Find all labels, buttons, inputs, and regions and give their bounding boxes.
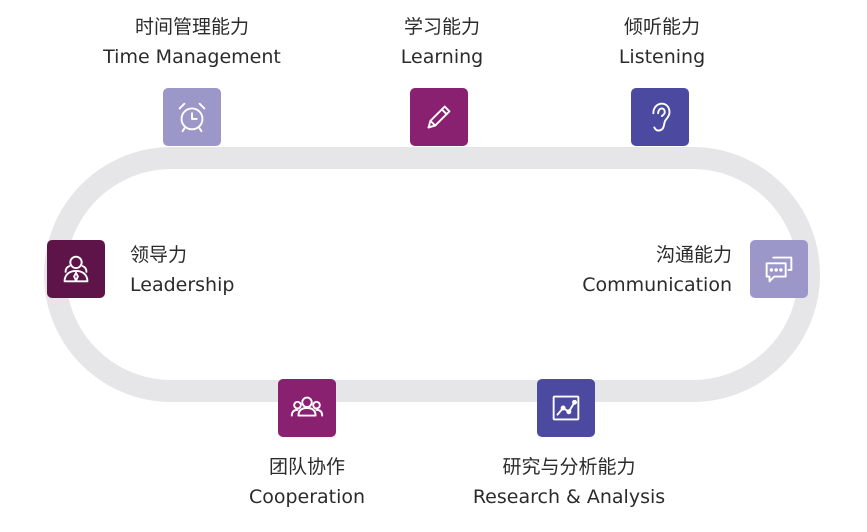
time-management-label-zh: 时间管理能力 [134,16,249,38]
research-analysis-label-en: Research & Analysis [472,486,666,508]
research-analysis-node [537,379,595,437]
cooperation-label-zh: 团队协作 [268,456,345,478]
leadership-node [47,240,105,298]
ear-icon [652,102,671,132]
learning-label-zh: 学习能力 [403,16,480,38]
team-icon [290,396,324,417]
listening-label-zh: 倾听能力 [623,16,700,38]
cooperation-label-en: Cooperation [248,486,366,508]
learning-node [410,88,468,146]
leadership-label-zh: 领导力 [130,244,188,266]
cooperation-node [278,379,336,437]
leader-icon [63,255,89,283]
learning-label-en: Learning [400,46,484,68]
pencil-icon [427,105,451,129]
chat-bubbles-icon [765,256,793,283]
listening-node [631,88,689,146]
listening-label-en: Listening [618,46,706,68]
leadership-label-en: Leadership [130,274,235,296]
time-management-label: 时间管理能力 Time Management [92,12,292,72]
line-chart-icon [552,395,580,421]
research-analysis-label-zh: 研究与分析能力 [502,456,636,478]
learning-label: 学习能力 Learning [362,12,522,72]
leadership-label: 领导力 Leadership [130,240,310,300]
cooperation-label: 团队协作 Cooperation [217,452,397,512]
listening-label: 倾听能力 Listening [582,12,742,72]
communication-label-en: Communication [582,274,732,296]
research-analysis-label: 研究与分析能力 Research & Analysis [457,452,681,512]
communication-node [750,240,808,298]
alarm-clock-icon [178,102,206,133]
time-management-node [163,88,221,146]
communication-label-zh: 沟通能力 [655,244,732,266]
communication-label: 沟通能力 Communication [532,240,732,300]
time-management-label-en: Time Management [103,46,281,68]
